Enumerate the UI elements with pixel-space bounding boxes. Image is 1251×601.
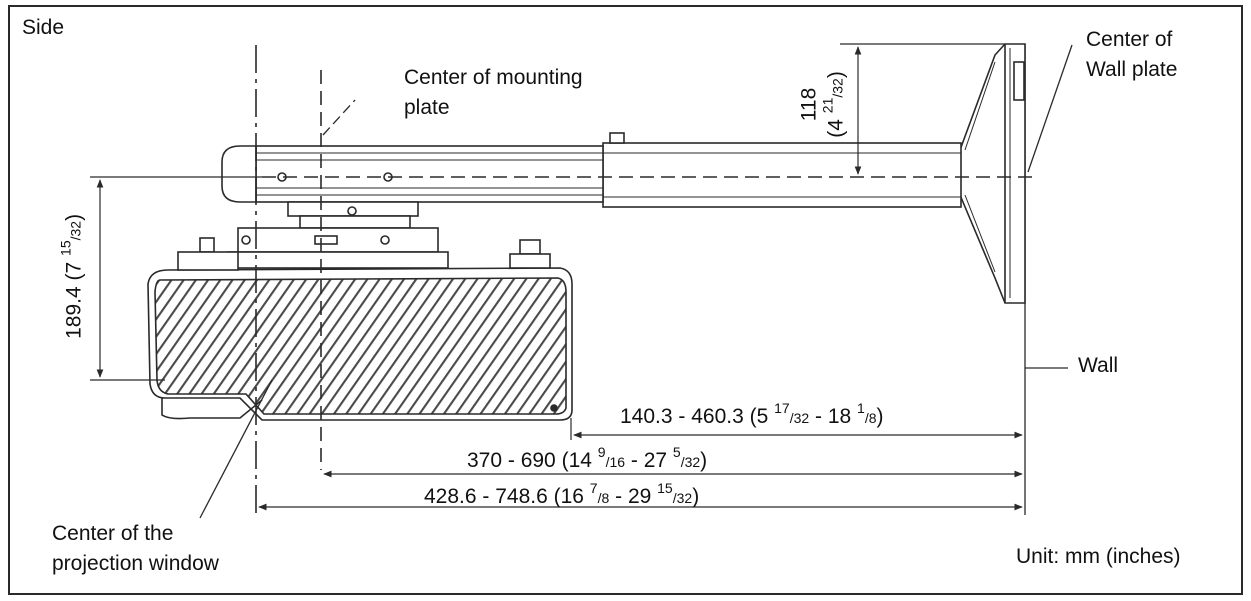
dim-140-close: ) [876, 404, 884, 428]
dim-140-b-den: /8 [864, 409, 877, 426]
arm-end-cap [221, 145, 257, 203]
arm-inner-tube [255, 145, 604, 203]
dim-428-a-sup: 7 [589, 480, 598, 496]
arm-outer-tube [602, 132, 962, 208]
leader-wall-plate [1027, 44, 1073, 173]
dim-428-sep: - 29 [609, 484, 658, 508]
dim-370-b-sup: 5 [672, 444, 681, 460]
dim-428-b-sup: 15 [657, 480, 673, 496]
unit-note: Unit: mm (inches) [1016, 545, 1181, 568]
dim-label-189: 189.4 (7 15/32) [58, 176, 87, 376]
dim-189-open: (7 [62, 255, 86, 281]
dim-189-sup: 15 [57, 240, 74, 256]
dim-label-428: 428.6 - 748.6 (16 7/8 - 29 15/32) [424, 480, 699, 509]
dim-189-close: ) [62, 213, 86, 221]
callout-wall-plate-line2: Wall plate [1086, 58, 1178, 81]
dim-428-a-open: (16 [553, 484, 590, 508]
callout-mounting-plate-line1: Center of mounting [404, 66, 583, 89]
dim-428-b-den: /32 [672, 489, 693, 506]
wall-plate [959, 43, 1026, 304]
dim-118-mm: 118 [797, 87, 821, 122]
dim-428-close: ) [692, 484, 700, 508]
dim-140-a-open: (5 [749, 404, 775, 428]
projector-body [147, 237, 573, 421]
dim-370-a-den: /16 [605, 453, 626, 470]
dim-370-a-sup: 9 [597, 444, 606, 460]
dim-140-a-den: /32 [789, 409, 810, 426]
callout-projection-window-line2: projection window [52, 552, 219, 575]
callout-wall-plate-line1: Center of [1086, 28, 1173, 51]
callout-projection-window-line1: Center of the [52, 522, 174, 545]
leader-mounting-plate [322, 99, 356, 136]
dim-140-b-sup: 1 [857, 400, 865, 416]
dim-370-mm: 370 - 690 [467, 448, 562, 472]
mounting-plate [227, 201, 449, 269]
dim-118-close: ) [824, 71, 848, 79]
callout-wall: Wall [1078, 354, 1119, 377]
dim-140-sep: - 18 [809, 404, 858, 428]
dim-140-mm: 140.3 - 460.3 [620, 404, 750, 428]
dim-370-close: ) [700, 448, 708, 472]
dim-428-a-den: /8 [597, 489, 610, 506]
dim-189-mm: 189.4 [62, 286, 86, 339]
dim-428-mm: 428.6 - 748.6 [424, 484, 554, 508]
dim-label-140: 140.3 - 460.3 (5 17/32 - 18 1/8) [620, 400, 884, 429]
dim-370-sep: - 27 [625, 448, 673, 472]
dim-label-370: 370 - 690 (14 9/16 - 27 5/32) [467, 444, 707, 473]
dim-118-den: /32 [829, 78, 846, 98]
callout-mounting-plate-line2: plate [404, 96, 450, 119]
dim-370-a-open: (14 [561, 448, 598, 472]
dim-140-a-sup: 17 [774, 400, 790, 416]
dim-label-118: 118 (4 21/32) [797, 29, 848, 179]
leader-projection-window [199, 379, 273, 519]
dim-370-b-den: /32 [680, 453, 701, 470]
view-label: Side [22, 16, 65, 39]
dim-118-sup: 21 [819, 97, 836, 114]
dim-118-open: (4 [824, 113, 848, 138]
dim-189-den: /32 [67, 220, 84, 241]
